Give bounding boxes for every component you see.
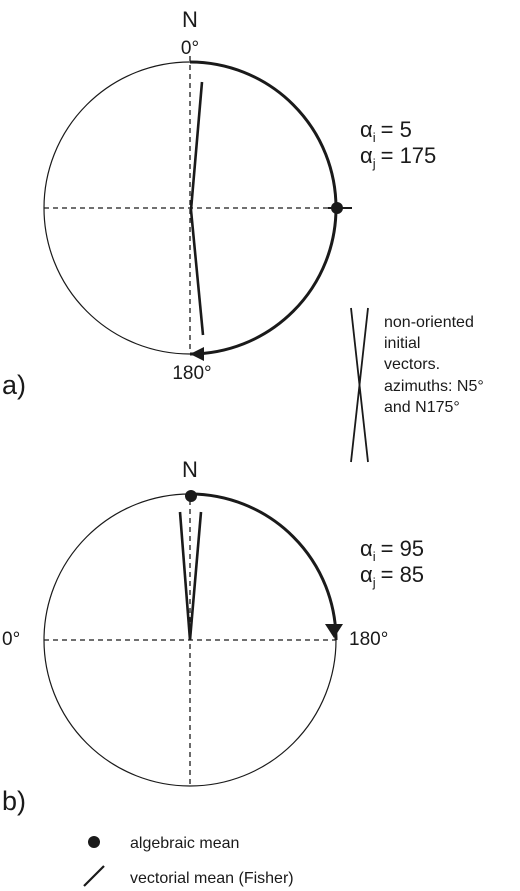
alpha-symbol: α bbox=[360, 117, 373, 142]
legend-algebraic-label: algebraic mean bbox=[130, 835, 239, 852]
legend: algebraic mean vectorial mean (Fisher) bbox=[83, 835, 294, 887]
panel-a-alpha-j-value: = 175 bbox=[381, 143, 437, 168]
subscript-i: i bbox=[373, 549, 376, 564]
note-line-2: initial bbox=[384, 335, 420, 352]
panel-a-tag: a) bbox=[2, 370, 26, 400]
note-line-4: azimuths: N5° bbox=[384, 378, 484, 395]
subscript-i: i bbox=[373, 130, 376, 145]
panel-a-vector-n5 bbox=[189, 81, 204, 211]
legend-slash-icon bbox=[83, 865, 105, 887]
panel-a-zero-label: 0° bbox=[181, 38, 199, 59]
subscript-j: j bbox=[372, 156, 376, 171]
panel-b-vector-left bbox=[178, 511, 192, 641]
legend-vectorial-label: vectorial mean (Fisher) bbox=[130, 870, 294, 887]
panel-a-alpha-i: αi = 5 bbox=[360, 117, 412, 145]
note-line-1: non-oriented bbox=[384, 314, 474, 331]
subscript-j: j bbox=[372, 575, 376, 590]
panel-a-alpha-i-value: = 5 bbox=[381, 117, 412, 142]
panel-b-vector-right bbox=[188, 511, 203, 641]
panel-b-alpha-i-value: = 95 bbox=[381, 536, 424, 561]
note-line-right bbox=[350, 307, 369, 463]
panel-a-algebraic-mean-dot bbox=[331, 202, 343, 214]
panel-b-north-label: N bbox=[182, 457, 198, 482]
note: non-oriented initial vectors. azimuths: … bbox=[350, 307, 484, 463]
panel-b: N 0° 180° b) αi = 95 αj = 85 bbox=[2, 457, 424, 816]
panel-b-alpha-j: αj = 85 bbox=[360, 562, 424, 590]
panel-b-alpha-i: αi = 95 bbox=[360, 536, 424, 564]
panel-b-algebraic-mean-dot bbox=[185, 490, 197, 502]
panel-b-180-label: 180° bbox=[349, 629, 388, 650]
panel-b-arc bbox=[189, 492, 338, 641]
note-line-5: and N175° bbox=[384, 399, 460, 416]
panel-a-arrowhead bbox=[190, 347, 204, 361]
panel-b-tag: b) bbox=[2, 786, 26, 816]
panel-a-north-label: N bbox=[182, 7, 198, 32]
note-line-3: vectors. bbox=[384, 356, 440, 373]
alpha-symbol: α bbox=[360, 562, 373, 587]
panel-a: N 0° 180° a) αi = 5 αj = 175 bbox=[2, 7, 436, 400]
panel-a-alpha-j: αj = 175 bbox=[360, 143, 436, 171]
alpha-symbol: α bbox=[360, 143, 373, 168]
legend-dot-icon bbox=[88, 836, 100, 848]
panel-b-alpha-j-value: = 85 bbox=[381, 562, 424, 587]
panel-a-180-label: 180° bbox=[172, 363, 211, 384]
panel-b-arrowhead bbox=[325, 624, 343, 638]
panel-a-vector-n175 bbox=[189, 209, 205, 336]
panel-b-zero-label: 0° bbox=[2, 629, 20, 650]
alpha-symbol: α bbox=[360, 536, 373, 561]
